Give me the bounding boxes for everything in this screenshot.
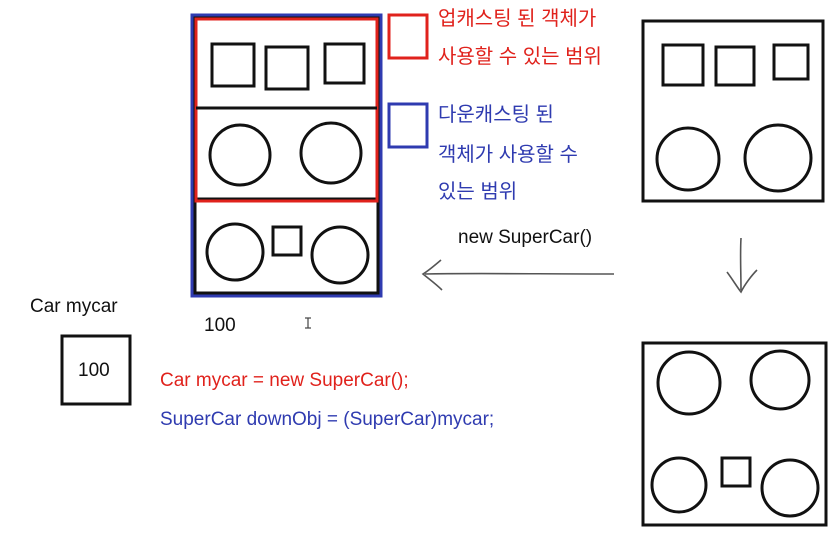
car-outline bbox=[641, 19, 825, 203]
downcast-legend-line-3: 있는 범위 bbox=[438, 181, 518, 203]
variable-label: Car mycar bbox=[30, 296, 118, 317]
class-car-object bbox=[641, 19, 825, 203]
object-square-1 bbox=[210, 42, 256, 88]
object-circle-1 bbox=[208, 123, 272, 187]
downcast-scope-outline bbox=[190, 13, 383, 298]
downcast-legend-line-1: 다운캐스팅 된 bbox=[438, 104, 554, 126]
class-supercar-object bbox=[641, 341, 828, 527]
constructor-label: new SuperCar() bbox=[458, 227, 593, 248]
supercar-circle-4 bbox=[760, 458, 820, 518]
object-square-3 bbox=[323, 42, 366, 85]
supercar-square bbox=[720, 456, 752, 488]
car-square-2 bbox=[714, 45, 756, 87]
car-circle-2 bbox=[743, 123, 813, 193]
upcast-scope-outline bbox=[194, 17, 379, 203]
variable-value: 100 bbox=[78, 360, 110, 381]
supercar-outline bbox=[641, 341, 828, 527]
reference-variable-box bbox=[60, 334, 132, 406]
supercar-circle-2 bbox=[749, 349, 811, 411]
supercar-circle-1 bbox=[656, 350, 722, 416]
down-arrow bbox=[726, 237, 758, 294]
car-circle-1 bbox=[655, 126, 721, 192]
upcast-legend-line-2: 사용할 수 있는 범위 bbox=[438, 46, 602, 68]
object-square-4 bbox=[271, 225, 303, 257]
object-square-2 bbox=[264, 45, 310, 91]
text-cursor-icon bbox=[305, 317, 311, 329]
supercar-object bbox=[190, 13, 383, 298]
car-square-3 bbox=[772, 43, 810, 81]
car-square-1 bbox=[661, 43, 705, 87]
object-circle-4 bbox=[310, 225, 370, 285]
upcast-legend-line-1: 업캐스팅 된 객체가 bbox=[438, 8, 597, 30]
object-circle-2 bbox=[299, 121, 363, 185]
left-arrow bbox=[421, 259, 615, 291]
object-circle-3 bbox=[205, 222, 265, 282]
object-outline bbox=[193, 16, 380, 295]
downcast-legend-line-2: 객체가 사용할 수 bbox=[438, 144, 578, 166]
supercar-circle-3 bbox=[650, 456, 708, 514]
upcast-code-line: Car mycar = new SuperCar(); bbox=[160, 370, 409, 391]
address-label: 100 bbox=[204, 315, 236, 336]
downcast-code-line: SuperCar downObj = (SuperCar)mycar; bbox=[160, 409, 495, 430]
downcast-legend-swatch bbox=[387, 102, 429, 149]
upcast-legend-swatch bbox=[387, 13, 429, 60]
